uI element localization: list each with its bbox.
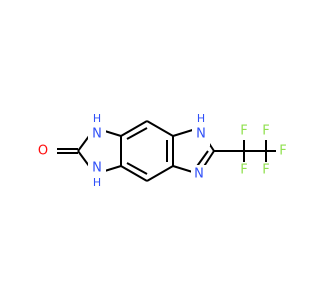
label-bg-f2 <box>237 162 251 179</box>
atom-f5-label: F <box>262 163 269 178</box>
bond-benzene-1 <box>120 120 148 137</box>
label-bg-n4 <box>191 165 208 183</box>
label-bg-n1 <box>88 113 106 146</box>
atom-n2-label: N <box>92 161 102 176</box>
bond-benzene-1-inner <box>126 127 148 140</box>
atom-n3-label: N <box>196 127 206 142</box>
label-bg-n2 <box>88 157 106 190</box>
atom-label-layer: O H N N H H N N F F F F F <box>35 112 290 190</box>
bond-benzene-4 <box>146 165 174 182</box>
atom-f1-label: F <box>240 124 247 139</box>
label-bg-f3 <box>259 123 273 140</box>
label-bg-f4 <box>276 142 290 159</box>
bond-benzene-2 <box>146 120 174 137</box>
structure-diagram: O H N N H H N N F F F F F <box>35 112 290 190</box>
atom-f3-label: F <box>262 124 269 139</box>
label-bg-o1 <box>35 142 51 160</box>
molecule-canvas: O H N N H H N N F F F F F <box>35 112 290 190</box>
label-bg-f1 <box>237 123 251 140</box>
atom-n3-hydrogen: H <box>197 112 205 125</box>
atom-o1-label: O <box>38 144 48 159</box>
atom-f4-label: F <box>279 144 286 159</box>
atom-n1-label: N <box>92 127 102 142</box>
atom-n2-hydrogen: H <box>93 176 101 189</box>
bond-benzene-5 <box>120 165 148 182</box>
label-bg-n3 <box>192 113 210 146</box>
label-bg-f5 <box>259 162 273 179</box>
atom-n4-label: N <box>194 167 204 182</box>
atom-f2-label: F <box>240 163 247 178</box>
atom-n1-hydrogen: H <box>93 112 101 125</box>
bond-benzene-5-inner <box>126 162 148 175</box>
